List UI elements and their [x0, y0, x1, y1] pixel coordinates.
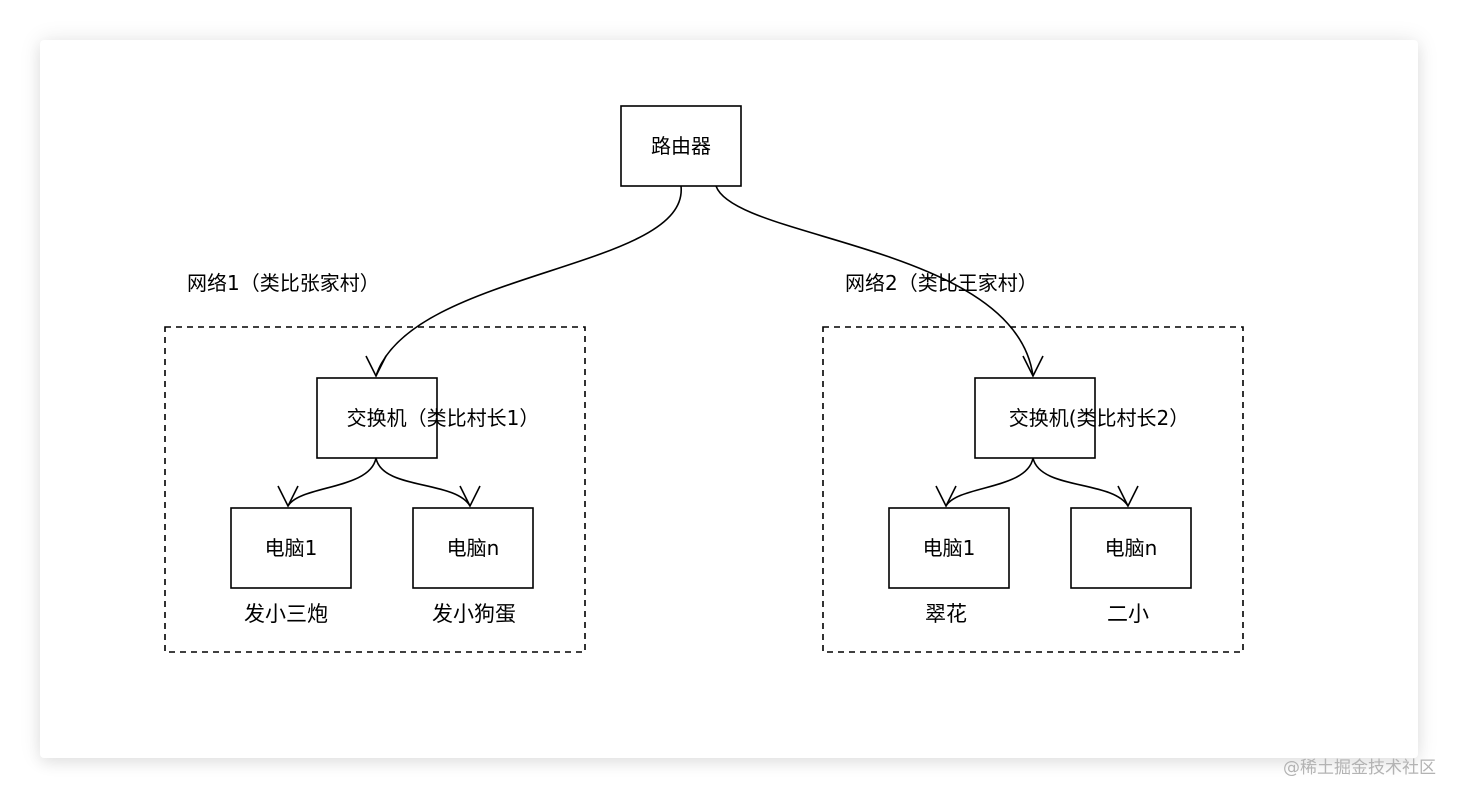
edge-switch2-pc1	[945, 457, 1034, 507]
pc-1-network-1-node	[230, 507, 352, 589]
switch-1-label: 交换机（类比村长1）	[347, 406, 540, 430]
arrowhead-switch1-pc1	[277, 485, 299, 508]
pc-n-network-1-node	[412, 507, 534, 589]
edge-switch1-pc1	[287, 457, 377, 507]
arrowhead-switch2	[1022, 355, 1044, 378]
caption-pc-1-network-2: 翠花	[925, 602, 967, 626]
pc-n-network-2-label: 电脑n	[1105, 536, 1158, 560]
edge-switch2-pcn	[1032, 457, 1129, 507]
pc-1-network-2-label: 电脑1	[923, 536, 976, 560]
router-label: 路由器	[651, 134, 711, 158]
edge-switch1-pcn	[375, 457, 471, 507]
arrowhead-switch2-pcn	[1117, 485, 1139, 508]
caption-pc-n-network-2: 二小	[1107, 602, 1149, 626]
pc-n-network-1-label: 电脑n	[447, 536, 500, 560]
caption-pc-1-network-1: 发小三炮	[244, 602, 328, 626]
network-2-group-box	[822, 326, 1244, 653]
arrowhead-switch1-pcn	[459, 485, 481, 508]
switch-2-label: 交换机(类比村长2）	[1009, 406, 1190, 430]
router-node	[620, 105, 742, 187]
watermark: @稀土掘金技术社区	[1283, 758, 1436, 778]
network-2-label: 网络2（类比王家村）	[845, 271, 1038, 295]
edge-router-switch2	[715, 185, 1034, 377]
caption-pc-n-network-1: 发小狗蛋	[432, 602, 516, 626]
pc-1-network-2-node	[888, 507, 1010, 589]
switch-2-node	[974, 377, 1096, 459]
network-1-label: 网络1（类比张家村）	[187, 271, 380, 295]
edge-router-switch1	[375, 185, 682, 377]
switch-1-node	[316, 377, 438, 459]
arrowhead-switch1	[365, 355, 387, 378]
network-1-group-box	[164, 326, 586, 653]
pc-n-network-2-node	[1070, 507, 1192, 589]
arrowhead-switch2-pc1	[935, 485, 957, 508]
pc-1-network-1-label: 电脑1	[265, 536, 318, 560]
